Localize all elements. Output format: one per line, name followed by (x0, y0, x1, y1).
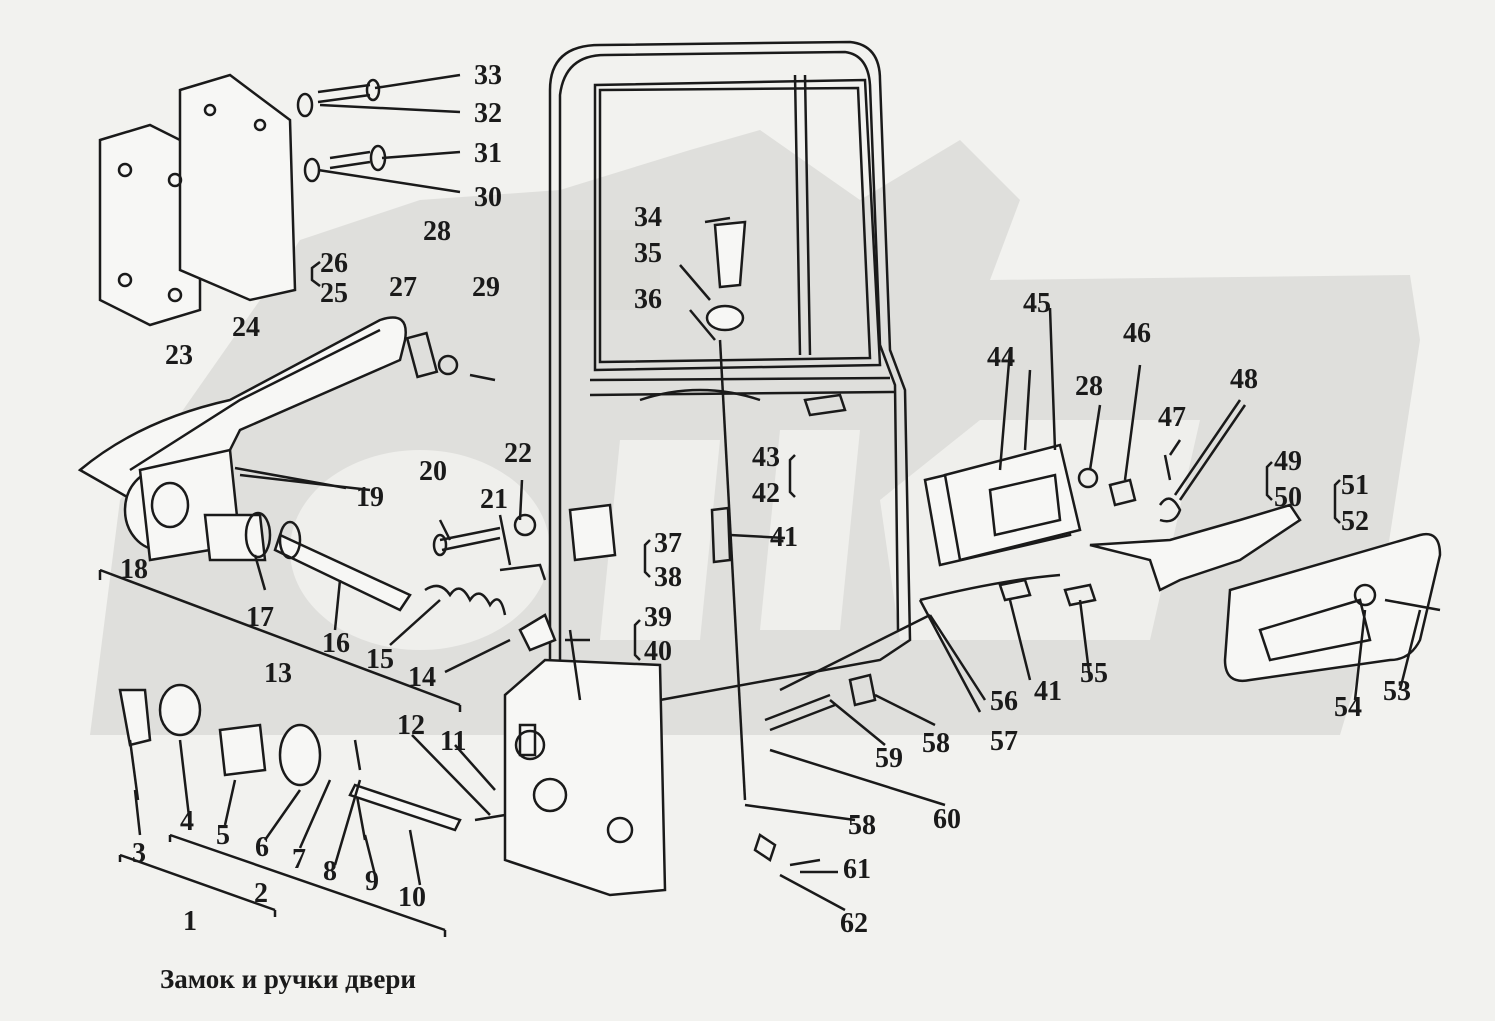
diagram-caption: Замок и ручки двери (160, 964, 416, 994)
callout-26: 26 (320, 248, 348, 279)
callout-29: 29 (472, 272, 500, 303)
callout-57: 57 (990, 726, 1018, 757)
callout-13: 13 (264, 658, 292, 689)
callout-31: 31 (474, 138, 502, 169)
callout-55: 55 (1080, 658, 1108, 689)
callout-23: 23 (165, 340, 193, 371)
callout-35: 35 (634, 238, 662, 269)
callout-38: 38 (654, 562, 682, 593)
callout-8: 8 (323, 856, 337, 887)
inner-handle (1089, 503, 1302, 592)
callout-16: 16 (322, 628, 350, 659)
callout-61: 61 (843, 854, 871, 885)
callout-54: 54 (1334, 692, 1362, 723)
callout-20: 20 (419, 456, 447, 487)
callout-53: 53 (1383, 676, 1411, 707)
callout-27: 27 (389, 272, 417, 303)
callout-19: 19 (356, 482, 384, 513)
callout-7: 7 (292, 844, 306, 875)
callout-24: 24 (232, 312, 260, 343)
callout-4: 4 (180, 806, 194, 837)
callout-36: 36 (634, 284, 662, 315)
line-art (77, 40, 1442, 937)
callout-30: 30 (474, 182, 502, 213)
callout-1: 1 (183, 906, 197, 937)
callout-62: 62 (840, 908, 868, 939)
callout-34: 34 (634, 202, 662, 233)
callout-10: 10 (398, 882, 426, 913)
callout-3: 3 (132, 838, 146, 869)
callout-56: 56 (990, 686, 1018, 717)
callout-6: 6 (255, 832, 269, 863)
callout-49: 49 (1274, 446, 1302, 477)
callout-40: 40 (644, 636, 672, 667)
callout-41b: 41 (1034, 676, 1062, 707)
latch-plate (503, 658, 667, 897)
callout-22: 22 (504, 438, 532, 469)
callout-42: 42 (752, 478, 780, 509)
callout-14: 14 (408, 662, 436, 693)
callout-25: 25 (320, 278, 348, 309)
door-window (593, 78, 882, 372)
callout-15: 15 (366, 644, 394, 675)
callout-59: 59 (875, 743, 903, 774)
callout-28b: 28 (1075, 371, 1103, 402)
callout-12: 12 (397, 710, 425, 741)
callout-33: 33 (474, 60, 502, 91)
callout-44: 44 (987, 342, 1015, 373)
callout-32: 32 (474, 98, 502, 129)
callout-37: 37 (654, 528, 682, 559)
callout-11: 11 (440, 726, 467, 757)
callout-50: 50 (1274, 482, 1302, 513)
callout-18: 18 (120, 554, 148, 585)
callout-28a: 28 (423, 216, 451, 247)
callout-52: 52 (1341, 506, 1369, 537)
callout-39: 39 (644, 602, 672, 633)
callout-48: 48 (1230, 364, 1258, 395)
callout-5: 5 (216, 820, 230, 851)
callout-47: 47 (1158, 402, 1186, 433)
callout-51: 51 (1341, 470, 1369, 501)
callout-46: 46 (1123, 318, 1151, 349)
callout-17: 17 (246, 602, 274, 633)
callout-2: 2 (254, 878, 268, 909)
callout-45: 45 (1023, 288, 1051, 319)
outer-handle (77, 316, 407, 512)
callout-21: 21 (480, 484, 508, 515)
callout-41a: 41 (770, 522, 798, 553)
control-rod (718, 339, 747, 801)
callout-9: 9 (365, 866, 379, 897)
callout-43: 43 (752, 442, 780, 473)
callout-58b: 58 (848, 810, 876, 841)
callout-58a: 58 (922, 728, 950, 759)
callout-60: 60 (933, 804, 961, 835)
door-frame (548, 40, 912, 702)
